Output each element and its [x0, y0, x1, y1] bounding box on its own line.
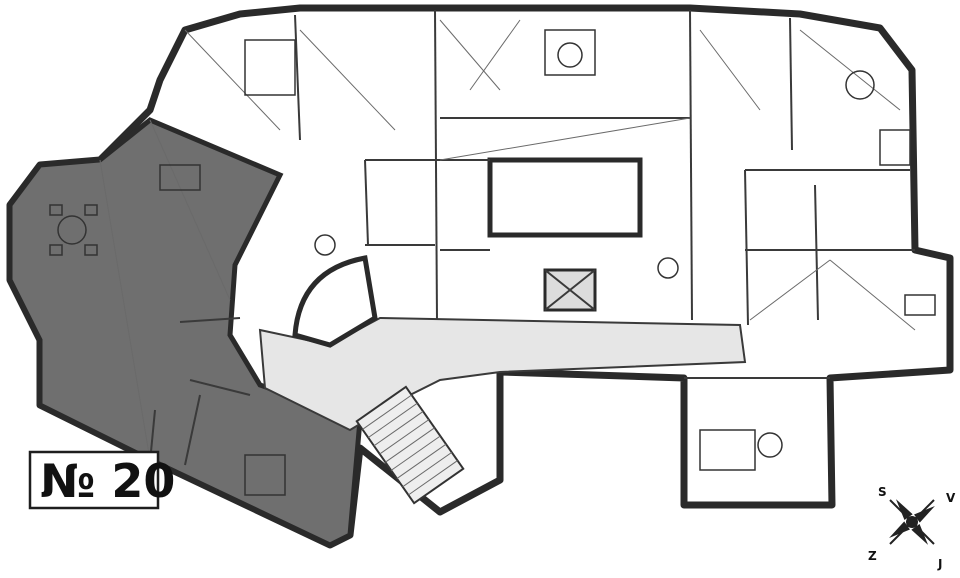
furniture	[49, 29, 936, 496]
compass-north: S	[878, 485, 887, 499]
unit-label-text: № 20	[40, 454, 175, 508]
curved-lobby	[292, 255, 378, 348]
interior-walls	[149, 9, 915, 466]
unit-20-highlight	[7, 117, 363, 548]
courtyard	[487, 157, 643, 238]
compass-south: J	[937, 557, 942, 571]
compass-west: Z	[868, 549, 877, 563]
roof-lines	[99, 19, 916, 461]
compass-east: V	[946, 491, 956, 505]
compass: S V J Z	[868, 485, 956, 571]
stair-treads	[362, 394, 458, 496]
unit-label: № 20	[28, 450, 175, 510]
